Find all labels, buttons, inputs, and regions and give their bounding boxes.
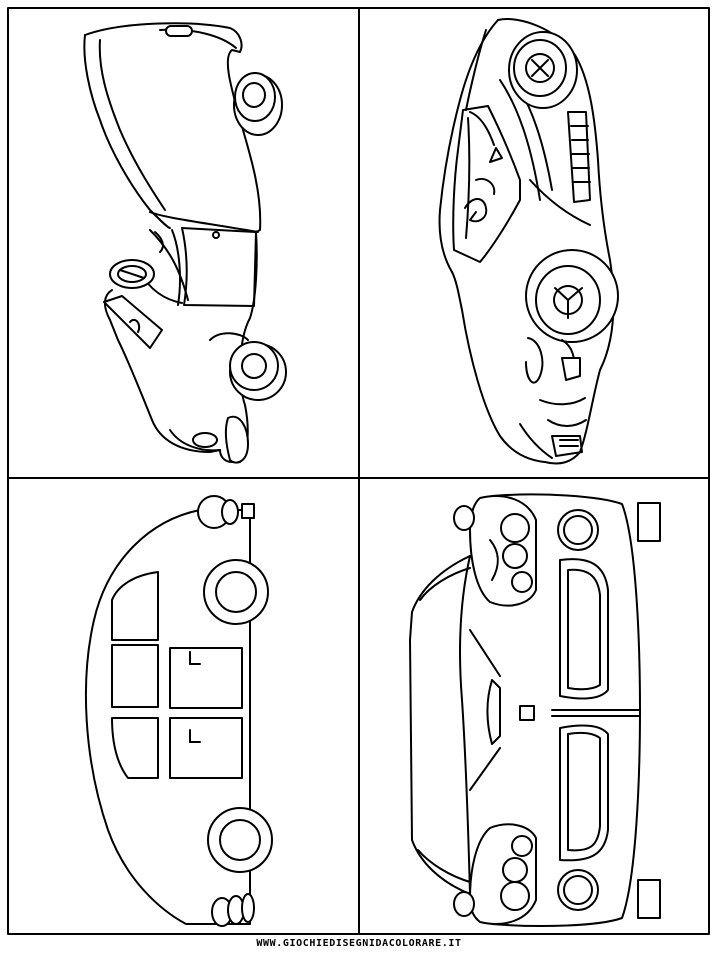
compact-car-icon [84,495,273,927]
supercar-front-icon [409,493,661,927]
footer-website-url: WWW.GIOCHIEDISEGNIDACOLORARE.IT [256,938,462,949]
vintage-car-icon [83,22,287,464]
panel-grid [7,7,710,935]
sports-car-icon [438,18,619,465]
